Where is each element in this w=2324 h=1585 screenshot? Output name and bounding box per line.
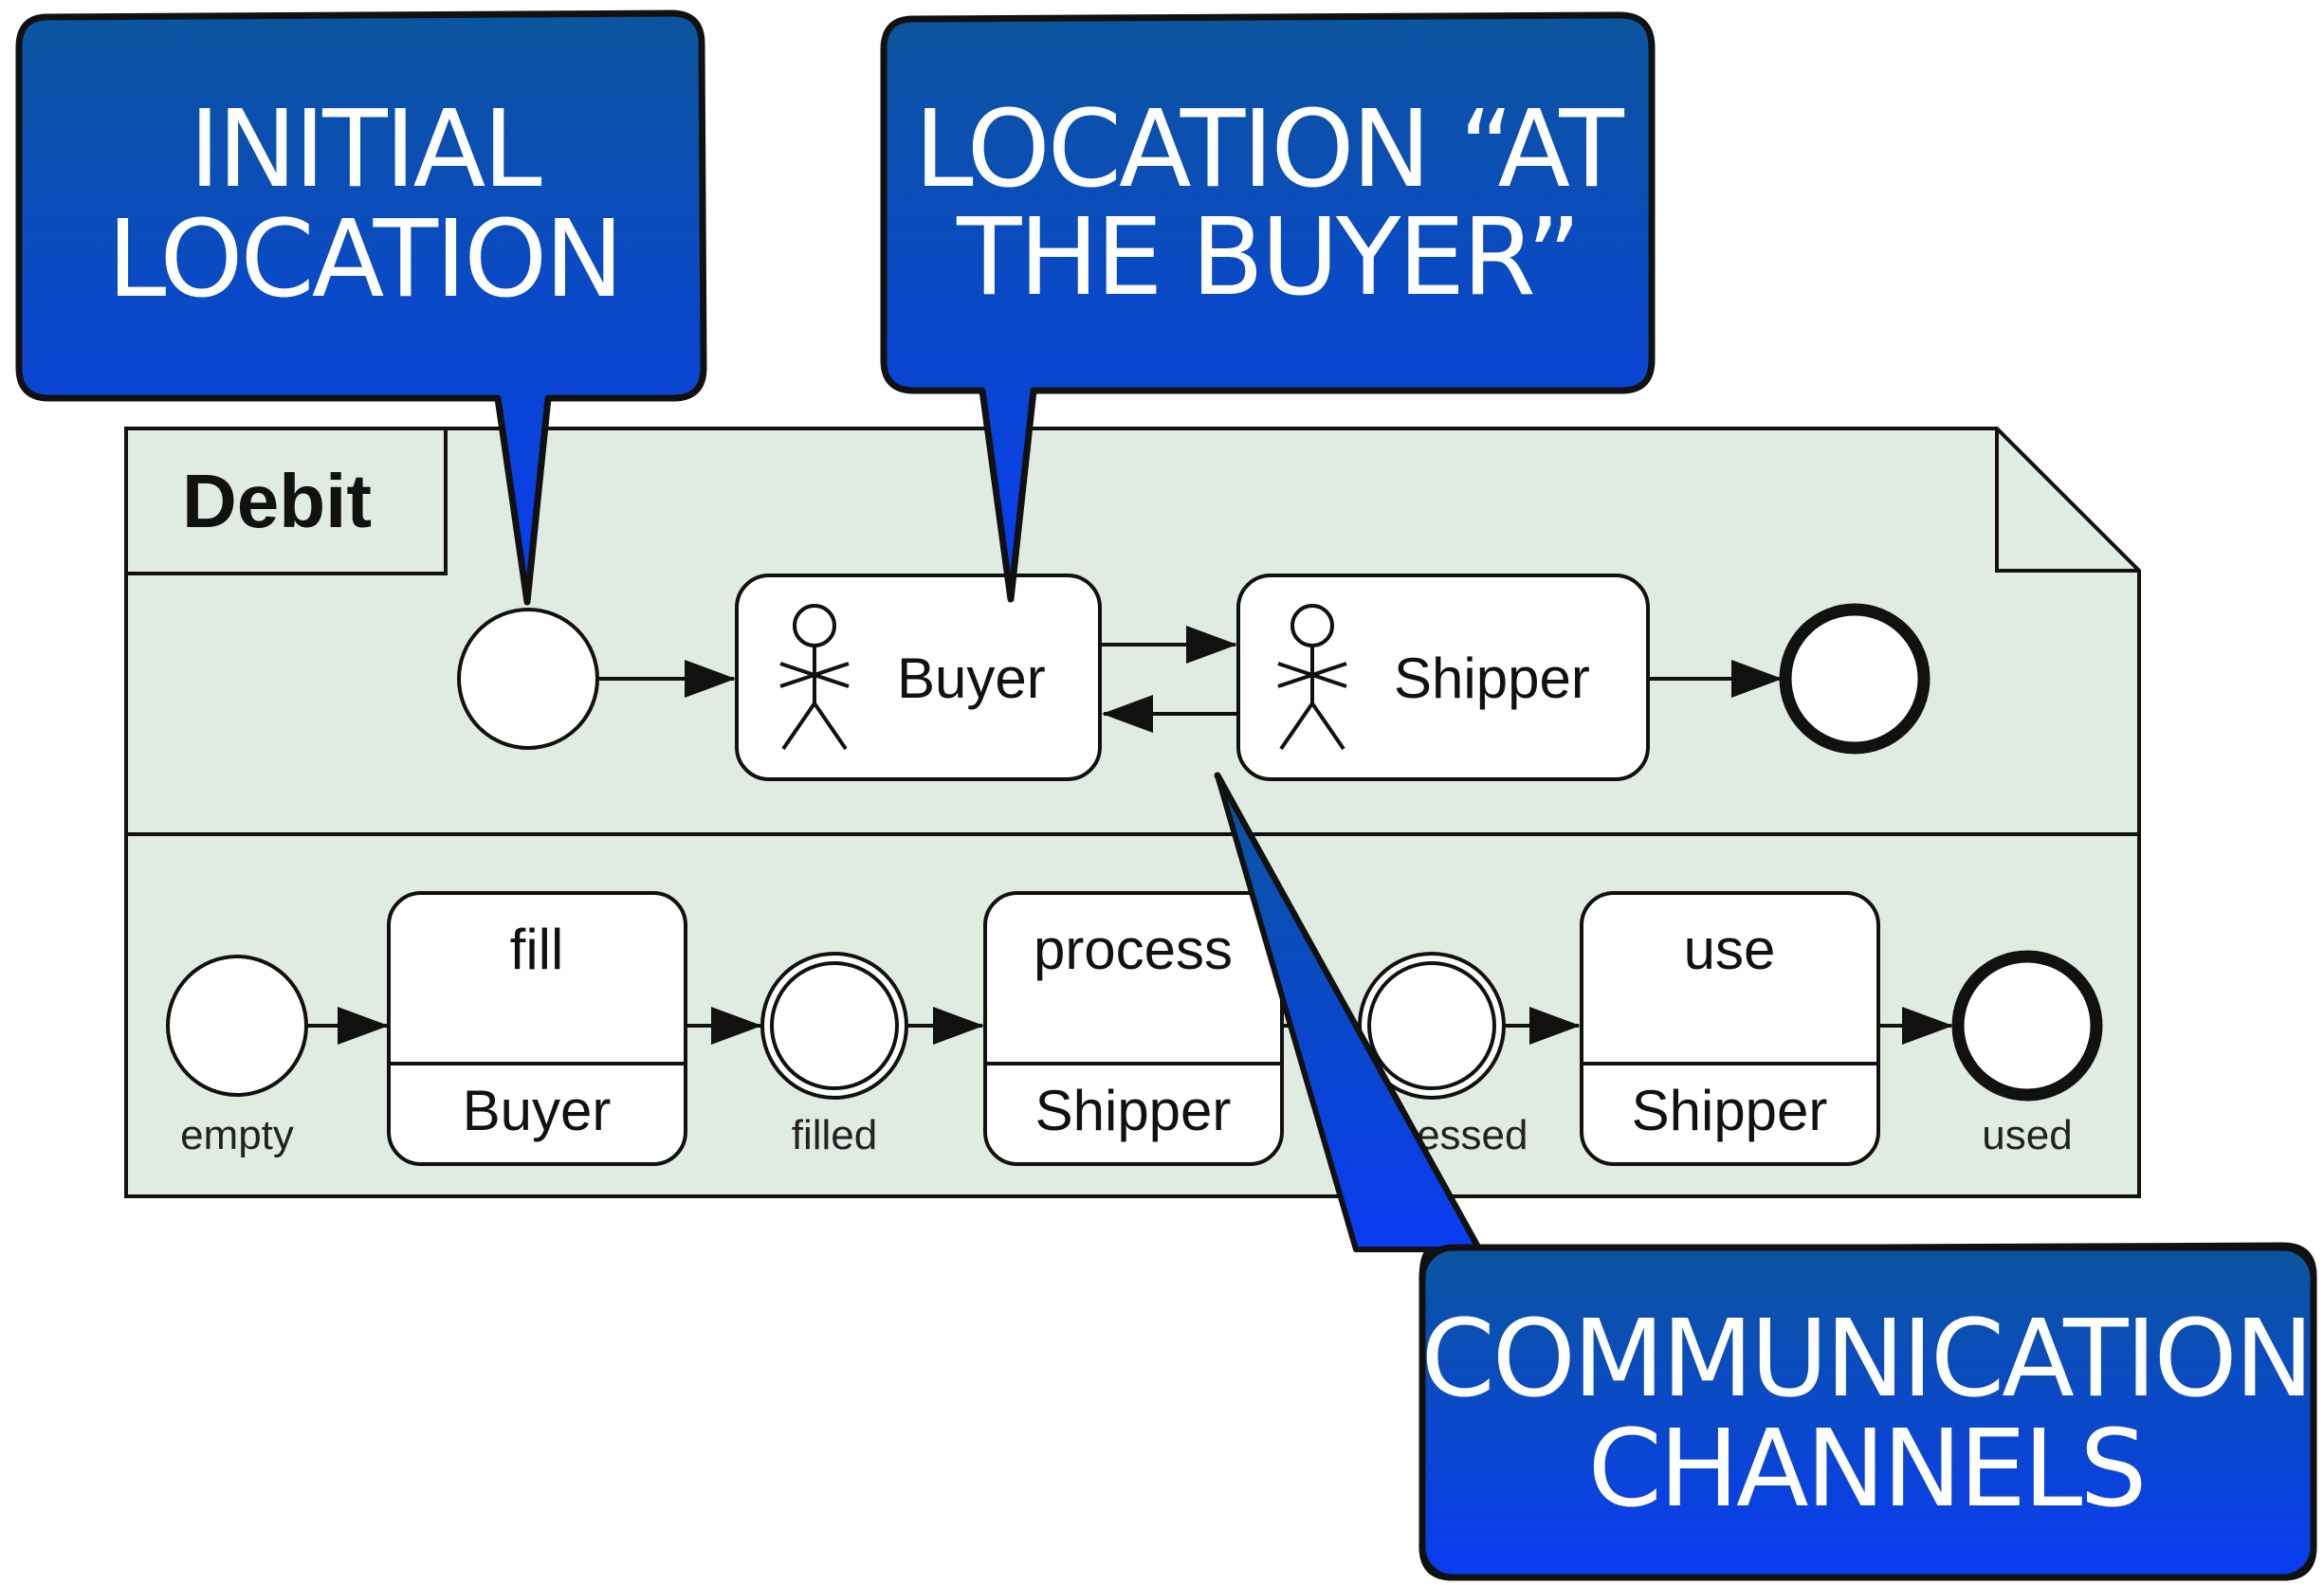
callout-line: CHANNELS	[1588, 1408, 2145, 1531]
participant-label: Shipper	[1394, 647, 1590, 710]
state-empty	[166, 955, 308, 1097]
state-filled	[760, 952, 908, 1100]
panel-title: Debit	[182, 459, 372, 543]
task-label: process	[1034, 918, 1233, 981]
start-event	[457, 608, 599, 750]
person-icon	[1277, 604, 1347, 751]
title-tab	[126, 427, 448, 575]
callout-location-at-buyer: LOCATION “AT THE BUYER”	[880, 11, 1656, 603]
task-use: use Shipper	[1580, 891, 1880, 1166]
person-icon	[779, 604, 850, 751]
state-label: used	[1982, 1112, 2072, 1158]
callout-communication-channels: COMMUNICATION CHANNELS	[1214, 772, 2317, 1581]
task-label: fill	[510, 918, 564, 981]
state-label: empty	[180, 1112, 294, 1158]
participant-buyer: Buyer	[735, 574, 1102, 781]
callout-line: COMMUNICATION	[1421, 1298, 2312, 1421]
bottom-lane: empty fill Buyer filled process Shipper …	[166, 891, 2103, 1166]
participant-shipper: Shipper	[1236, 574, 1650, 781]
task-label: use	[1684, 918, 1776, 981]
participant-label: Buyer	[897, 647, 1046, 710]
state-processed	[1358, 952, 1506, 1100]
end-event	[1779, 603, 1931, 755]
task-performer: Shipper	[1632, 1079, 1828, 1142]
callout-line: LOCATION	[107, 198, 621, 321]
callout-line: INITIAL	[189, 88, 541, 211]
top-lane: Buyer Shipper	[457, 574, 1931, 781]
state-used	[1951, 950, 2103, 1102]
task-process: process Shipper	[983, 891, 1284, 1166]
task-performer: Buyer	[463, 1079, 612, 1142]
state-label: filled	[792, 1112, 878, 1158]
callout-initial-location: INITIAL LOCATION	[15, 9, 707, 606]
callout-line: LOCATION “AT	[914, 88, 1624, 211]
callout-line: THE BUYER”	[956, 196, 1579, 319]
task-performer: Shipper	[1035, 1079, 1232, 1142]
task-fill: fill Buyer	[387, 891, 687, 1166]
